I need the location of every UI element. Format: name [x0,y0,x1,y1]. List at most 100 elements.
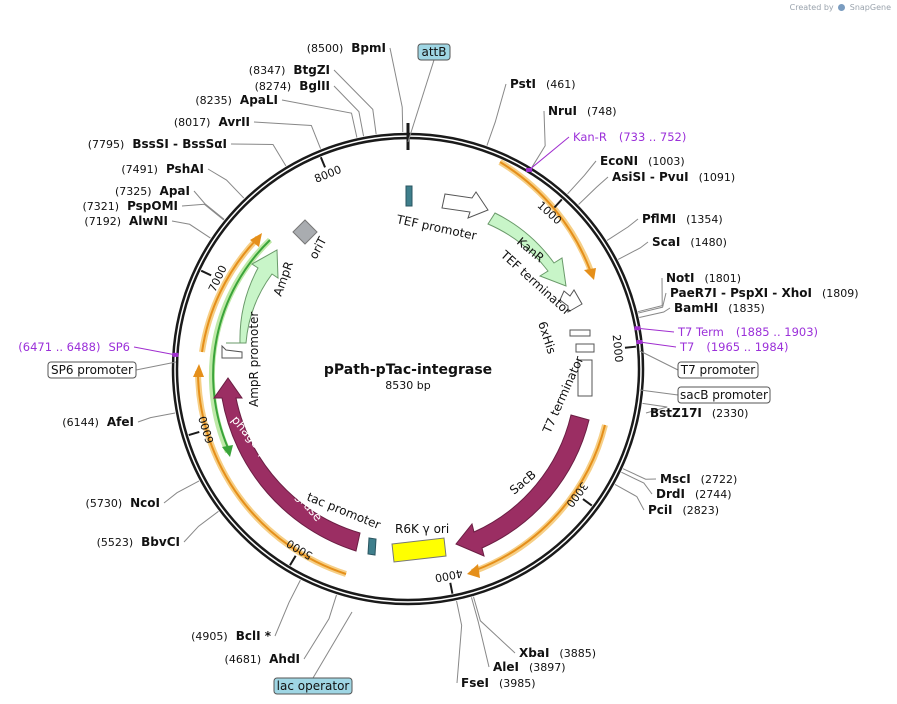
enzyme-leader-apai [193,190,225,220]
enzyme-leader-alei [470,597,490,668]
enzyme-leader-bglii [333,85,365,137]
enzyme-pos-ahdi: (4681) [225,653,262,666]
enzyme-name-bbvci: BbvCI [141,535,180,549]
tick-mark-5000 [289,555,297,566]
enzyme-name-msci: MscI [660,472,691,486]
primer-leader-t7-term [637,327,675,333]
tick-mark-7000 [200,269,212,277]
feature-ampr-promoter [221,344,243,359]
snapgene-watermark: Created by SnapGene [790,3,891,12]
label-6xhis: 6xHis [535,320,559,356]
box-leader-sp6-promoter [135,361,177,371]
enzyme-name-bsssi-bsss-i: BssSI - BssSαI [132,137,227,151]
box-leader-t7-promoter [639,350,679,371]
enzyme-pos-nrui: (748) [587,105,617,118]
enzyme-name-pflmi: PflMI [642,212,676,226]
enzyme-leader-pcii [614,483,645,511]
watermark-prefix: Created by [789,3,834,12]
primer-range-kan-r: (733 .. 752) [619,130,687,144]
enzyme-pos-noti: (1801) [705,272,742,285]
plasmid-length: 8530 bp [385,379,430,392]
feature-6xhis [569,329,591,337]
primer-name-t7: T7 [679,340,694,354]
enzyme-pos-psti: (461) [546,78,576,91]
feature-lac-operator [367,537,377,556]
enzyme-name-pshai: PshAI [166,162,204,176]
enzyme-name-bamhi: BamHI [674,301,718,315]
enzyme-leader-bbvci [183,510,219,543]
primer-layer: Kan-R(733 .. 752)T7 Term(1885 .. 1903)T7… [18,130,818,357]
box-leader-sacb-promoter [639,389,679,396]
label-phage-integrase: phage φC31 integrase [229,413,325,524]
enzyme-leader-bcli [274,579,301,637]
enzyme-pos-pcii: (2823) [683,504,720,517]
tick-label-4000: 4000 [434,566,464,584]
feature-attb-mark [405,185,413,207]
enzyme-name-xbai: XbaI [519,646,549,660]
primer-mark-t7-term [634,326,641,331]
orf-arc-sacb-core [475,424,606,571]
enzyme-name-bstz17i: BstZ17I [650,406,702,420]
feature-orit [292,219,318,245]
enzyme-leader-asisi-pvui [578,176,609,205]
enzyme-name-paer7i-pspxi-xhoi: PaeR7I - PspXI - XhoI [670,286,812,300]
enzyme-name-bglii: BglII [299,79,330,93]
box-t7-promoter [677,361,759,379]
feature-tef-terminator [559,289,583,313]
enzyme-name-ncoi: NcoI [130,496,160,510]
enzyme-leader-econi [567,160,597,195]
enzyme-pos-apai: (7325) [115,185,152,198]
label-ampr-promoter: AmpR promoter [247,312,261,407]
enzyme-leader-pflmi [606,218,639,241]
enzyme-leader-fsei [456,600,463,684]
box-label-attb: attB [422,45,447,59]
primer-mark-sp6 [172,352,179,357]
enzyme-leader-pspomi [181,203,225,221]
feature-tef-promoter [441,191,489,219]
tick-mark-6000 [188,430,200,437]
tick-mark-2000 [624,345,637,349]
enzyme-pos-apali: (8235) [195,94,232,107]
box-label-t7-promoter: T7 promoter [680,363,756,377]
enzyme-name-afei: AfeI [107,415,134,429]
orf-arc-integrase-head [193,364,204,377]
enzyme-pos-scai: (1480) [690,236,727,249]
enzyme-pos-msci: (2722) [701,473,738,486]
enzyme-pos-ncoi: (5730) [86,497,123,510]
primer-range-t7: (1965 .. 1984) [706,340,788,354]
label-r6k-ori: R6K γ ori [395,522,449,536]
watermark-brand: SnapGene [849,3,891,12]
enzyme-leader-bstz17i [642,402,668,414]
enzyme-name-btgzi: BtgZI [293,63,330,77]
tick-mark-3000 [582,498,593,507]
orf-arc-sacb-head [467,564,480,578]
enzyme-leader-apali [281,99,358,138]
enzyme-leader-nrui [531,110,546,168]
primer-leader-sp6 [133,346,176,356]
enzyme-leader-ncoi [163,480,200,504]
primer-mark-t7 [636,340,643,345]
enzyme-pos-afei: (6144) [62,416,99,429]
enzyme-leader-pshai [207,168,245,199]
enzyme-pos-bglii: (8274) [255,80,292,93]
feature-r6k-ori [391,537,447,563]
enzyme-pos-bbvci: (5523) [97,536,134,549]
box-lac-operator [273,677,353,695]
enzyme-leader-alwni [171,220,211,239]
enzyme-leader-bpmi [389,47,404,133]
orf-arc-ampr-green-head [222,445,233,457]
feature-sacb [455,414,590,557]
enzyme-leader-noti [637,277,663,313]
enzyme-leader-msci [622,468,657,480]
feature-phage-integrase [213,377,361,552]
box-label-sacb-promoter: sacB promoter [680,388,768,402]
enzyme-name-pcii: PciI [648,503,673,517]
enzyme-pos-paer7i-pspxi-xhoi: (1809) [822,287,859,300]
primer-range-sp6: (6471 .. 6488) [18,340,100,354]
enzyme-leader-xbai [472,596,516,654]
enzyme-leader-drdi [621,471,653,495]
tick-mark-1000 [553,198,563,209]
enzyme-name-bpmi: BpmI [351,41,386,55]
